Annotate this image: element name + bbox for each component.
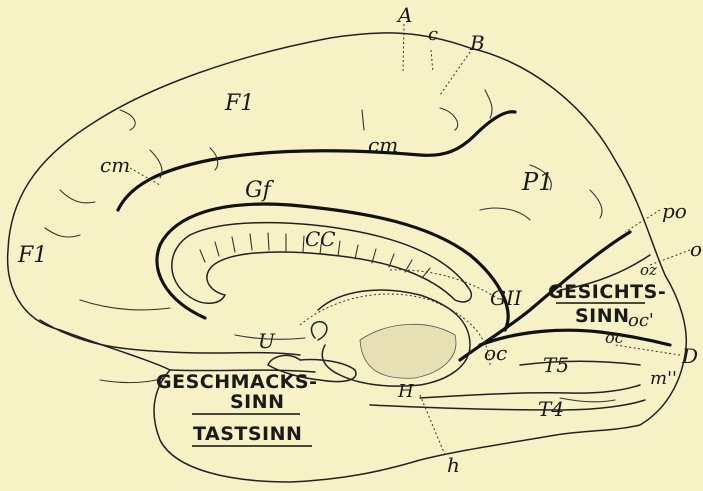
label-cm-left: cm — [100, 153, 130, 177]
label-P1: P1 — [521, 168, 553, 196]
label-U: U — [258, 329, 276, 353]
label-oc-mid: oc — [484, 341, 507, 365]
temporal-gyrus-line — [420, 385, 640, 398]
callosal-sulcus — [157, 204, 508, 330]
label-GII: GII — [490, 286, 523, 310]
label-oc-right: oc — [605, 328, 624, 347]
label-c: c — [428, 24, 438, 45]
label-CC: CC — [305, 227, 336, 251]
label-Gf: Gf — [245, 178, 275, 203]
label-D: D — [681, 344, 698, 368]
uncus-curl — [311, 322, 326, 340]
sense-touch: TASTSINN — [193, 423, 302, 445]
hippocampal-hatch-area — [360, 324, 456, 378]
label-H: H — [397, 381, 414, 402]
label-T5: T5 — [543, 353, 569, 377]
label-cm-top: cm — [368, 133, 398, 157]
sense-taste-line2: SINN — [230, 391, 285, 413]
label-oz: oz — [640, 261, 657, 279]
label-B: B — [469, 31, 485, 55]
label-h: h — [447, 453, 460, 477]
calcarine-fissure — [480, 330, 670, 345]
label-F1-left: F1 — [17, 243, 47, 268]
callosomarginal-sulcus — [118, 112, 515, 210]
label-po: po — [662, 199, 687, 223]
sense-sight-line2: SINN — [575, 305, 630, 327]
label-F1-top: F1 — [224, 91, 254, 116]
label-A: A — [396, 3, 412, 27]
label-oc-prime: oc' — [628, 310, 654, 331]
label-m2: m'' — [650, 368, 677, 389]
label-o: o — [690, 237, 702, 261]
sense-taste-line1: GESCHMACKS- — [156, 371, 317, 393]
sense-sight-line1: GESICHTS- — [548, 281, 666, 303]
occipital-lower-border — [520, 361, 640, 365]
label-T4: T4 — [538, 397, 564, 421]
